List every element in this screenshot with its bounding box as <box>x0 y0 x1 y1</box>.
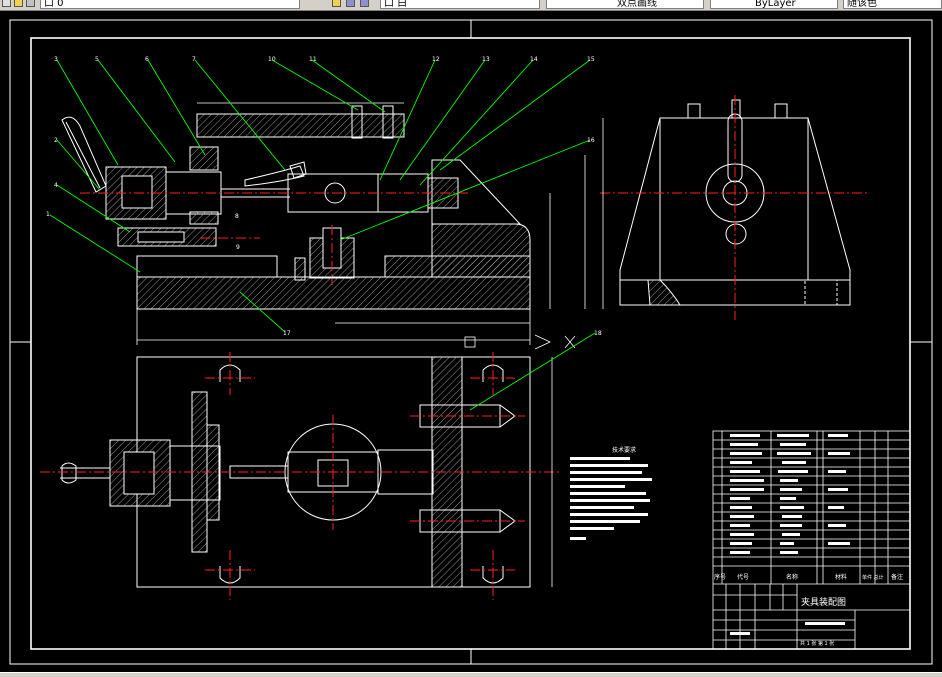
balloon-6: 6 <box>145 56 149 63</box>
technical-notes: 技术要求 <box>570 446 652 540</box>
center-lines <box>40 95 870 600</box>
dimension-lines <box>136 102 604 587</box>
cad-drawing-canvas[interactable]: 3 5 6 7 10 11 12 13 14 15 16 1 2 4 8 9 1… <box>0 11 942 672</box>
layer-state-icon[interactable] <box>332 0 341 7</box>
balloon-13: 13 <box>482 56 490 63</box>
title-block-text: 序号 代号 名称 材料 单件 总计 备注 夹具装配图 共 1 张 第 1 张 <box>714 573 903 647</box>
front-view <box>105 105 531 310</box>
header-material: 材料 <box>835 573 847 581</box>
layer-prev-icon[interactable] <box>346 0 355 7</box>
balloon-11: 11 <box>309 56 317 63</box>
balloon-9: 9 <box>236 244 240 251</box>
folder-icon[interactable] <box>14 0 23 7</box>
header-remark: 备注 <box>891 573 903 581</box>
doc-icon[interactable] <box>2 0 11 7</box>
drawing-title: 夹具装配图 <box>801 596 846 608</box>
balloon-15: 15 <box>587 56 595 63</box>
header-code: 代号 <box>737 573 749 581</box>
title-block <box>712 430 911 650</box>
color-dropdown[interactable]: 口 白 <box>380 0 540 9</box>
leader-lines <box>49 59 596 411</box>
header-seq: 序号 <box>714 573 726 581</box>
balloon-3: 3 <box>54 56 58 63</box>
side-view <box>619 99 851 306</box>
lineweight-dropdown[interactable]: ByLayer <box>710 0 838 9</box>
balloon-7: 7 <box>192 56 196 63</box>
balloon-10: 10 <box>268 56 276 63</box>
balloon-1: 1 <box>46 211 50 218</box>
status-bar <box>0 672 942 677</box>
balloon-17: 17 <box>283 330 291 337</box>
layer-manager-icon[interactable] <box>360 0 369 7</box>
header-name: 名称 <box>786 573 798 581</box>
sheet-border <box>9 19 933 665</box>
linetype-dropdown[interactable]: 双点画线 <box>546 0 704 9</box>
save-icon[interactable] <box>26 0 35 7</box>
handle-lever <box>61 116 307 193</box>
layer-dropdown[interactable]: 口 0 <box>40 0 300 9</box>
sheet-count: 共 1 张 第 1 张 <box>800 640 834 647</box>
balloon-8: 8 <box>235 213 239 220</box>
top-toolbar: 口 0 口 白 双点画线 ByLayer 随该色 <box>0 0 942 11</box>
balloon-12: 12 <box>432 56 440 63</box>
balloon-2: 2 <box>54 137 58 144</box>
balloon-16: 16 <box>587 137 595 144</box>
title-block-fills <box>730 434 850 635</box>
balloon-18: 18 <box>594 330 602 337</box>
balloon-14: 14 <box>530 56 538 63</box>
balloon-labels: 3 5 6 7 10 11 12 13 14 15 16 1 2 4 8 9 1… <box>46 56 602 337</box>
header-weight: 单件 总计 <box>862 574 884 581</box>
balloon-4: 4 <box>54 182 58 189</box>
plotstyle-dropdown[interactable]: 随该色 <box>843 0 942 9</box>
balloon-5: 5 <box>95 56 99 63</box>
notes-title: 技术要求 <box>612 446 636 454</box>
